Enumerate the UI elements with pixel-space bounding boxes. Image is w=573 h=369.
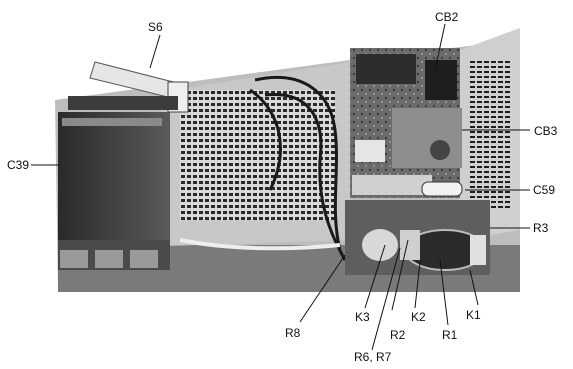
c59-capacitor [421,181,463,197]
wiring-harness [179,75,347,261]
callout-k2: K2 [409,310,428,324]
callout-c59: C59 [531,183,558,197]
c39-capacitor [58,112,170,270]
relay-resistor-area [345,200,490,275]
callout-cb3: CB3 [532,124,560,138]
leader-lines [30,23,530,351]
rear-panel-vents [160,62,350,246]
circuit-boards [350,48,462,198]
callout-r2: R2 [388,328,408,342]
callout-r6-r7: R6, R7 [352,350,394,364]
callout-cb2: CB2 [433,10,461,24]
s6-switch [68,61,189,113]
callout-s6: S6 [146,20,165,34]
callout-k1: K1 [464,308,483,322]
callout-r8: R8 [283,326,303,340]
callout-r1: R1 [440,328,460,342]
side-panel-vents [455,28,520,240]
callout-k3: K3 [353,310,372,324]
callout-c39: C39 [5,158,32,172]
callout-r3: R3 [531,221,551,235]
